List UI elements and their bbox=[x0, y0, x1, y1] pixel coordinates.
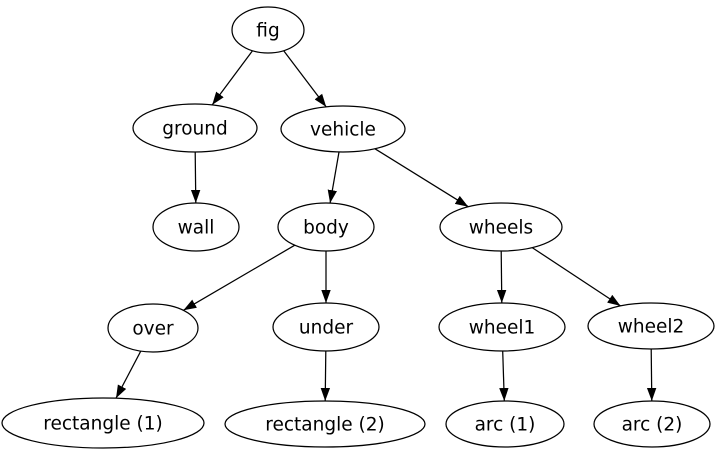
edge-wheels-wheel2 bbox=[531, 247, 621, 307]
edge-vehicle-body bbox=[327, 151, 340, 204]
node-vehicle-ellipse bbox=[280, 105, 406, 153]
node-ground: ground bbox=[132, 103, 258, 153]
node-arc1-ellipse bbox=[445, 400, 565, 448]
node-wheels: wheels bbox=[439, 202, 563, 252]
node-body-ellipse bbox=[277, 202, 375, 252]
node-over: over bbox=[107, 303, 199, 353]
node-vehicle: vehicle bbox=[280, 105, 406, 153]
nodes-layer: fig ground vehicle wall body wheels over under w… bbox=[1, 6, 715, 449]
node-vehicle-label: vehicle bbox=[310, 120, 376, 141]
edge-fig-vehicle bbox=[283, 50, 327, 108]
node-wall-label: wall bbox=[178, 218, 215, 239]
node-rect2: rectangle (2) bbox=[224, 400, 426, 448]
node-wall-ellipse bbox=[152, 202, 240, 252]
node-wheel2: wheel2 bbox=[587, 302, 715, 350]
node-wheels-label: wheels bbox=[469, 218, 533, 239]
edge-vehicle-wheels bbox=[374, 148, 469, 208]
edge-under-rect2 bbox=[320, 350, 331, 402]
node-fig: fig bbox=[231, 6, 305, 54]
edge-body-over bbox=[183, 244, 296, 311]
node-under-ellipse bbox=[272, 302, 380, 352]
node-wall: wall bbox=[152, 202, 240, 252]
node-arc2-label: arc (2) bbox=[622, 415, 683, 436]
node-arc2: arc (2) bbox=[593, 400, 711, 448]
node-body: body bbox=[277, 202, 375, 252]
node-rect1: rectangle (1) bbox=[1, 397, 205, 449]
node-rect1-ellipse bbox=[1, 397, 205, 449]
node-arc2-ellipse bbox=[593, 400, 711, 448]
node-wheel1-ellipse bbox=[438, 302, 566, 352]
node-arc1-label: arc (1) bbox=[475, 415, 536, 436]
node-over-ellipse bbox=[107, 303, 199, 353]
node-rect1-label: rectangle (1) bbox=[43, 414, 162, 435]
edge-fig-ground bbox=[211, 50, 254, 106]
node-rect2-label: rectangle (2) bbox=[265, 415, 384, 436]
node-wheels-ellipse bbox=[439, 202, 563, 252]
node-under: under bbox=[272, 302, 380, 352]
edges-layer bbox=[115, 50, 657, 402]
node-wheel1-label: wheel1 bbox=[469, 318, 536, 339]
edge-wheel1-arc1 bbox=[499, 350, 509, 402]
node-body-label: body bbox=[303, 218, 349, 239]
edge-wheel2-arc2 bbox=[646, 348, 657, 402]
node-fig-label: fig bbox=[256, 21, 279, 42]
node-rect2-ellipse bbox=[224, 400, 426, 448]
node-arc1: arc (1) bbox=[445, 400, 565, 448]
edge-over-rect1 bbox=[115, 350, 142, 399]
node-ground-ellipse bbox=[132, 103, 258, 153]
node-fig-ellipse bbox=[231, 6, 305, 54]
node-over-label: over bbox=[132, 319, 174, 340]
node-wheel1: wheel1 bbox=[438, 302, 566, 352]
node-ground-label: ground bbox=[162, 119, 227, 140]
node-wheel2-label: wheel2 bbox=[618, 317, 685, 338]
node-wheel2-ellipse bbox=[587, 302, 715, 350]
node-under-label: under bbox=[299, 318, 354, 339]
edge-wheels-wheel1 bbox=[496, 250, 507, 304]
edge-ground-wall bbox=[190, 151, 201, 204]
